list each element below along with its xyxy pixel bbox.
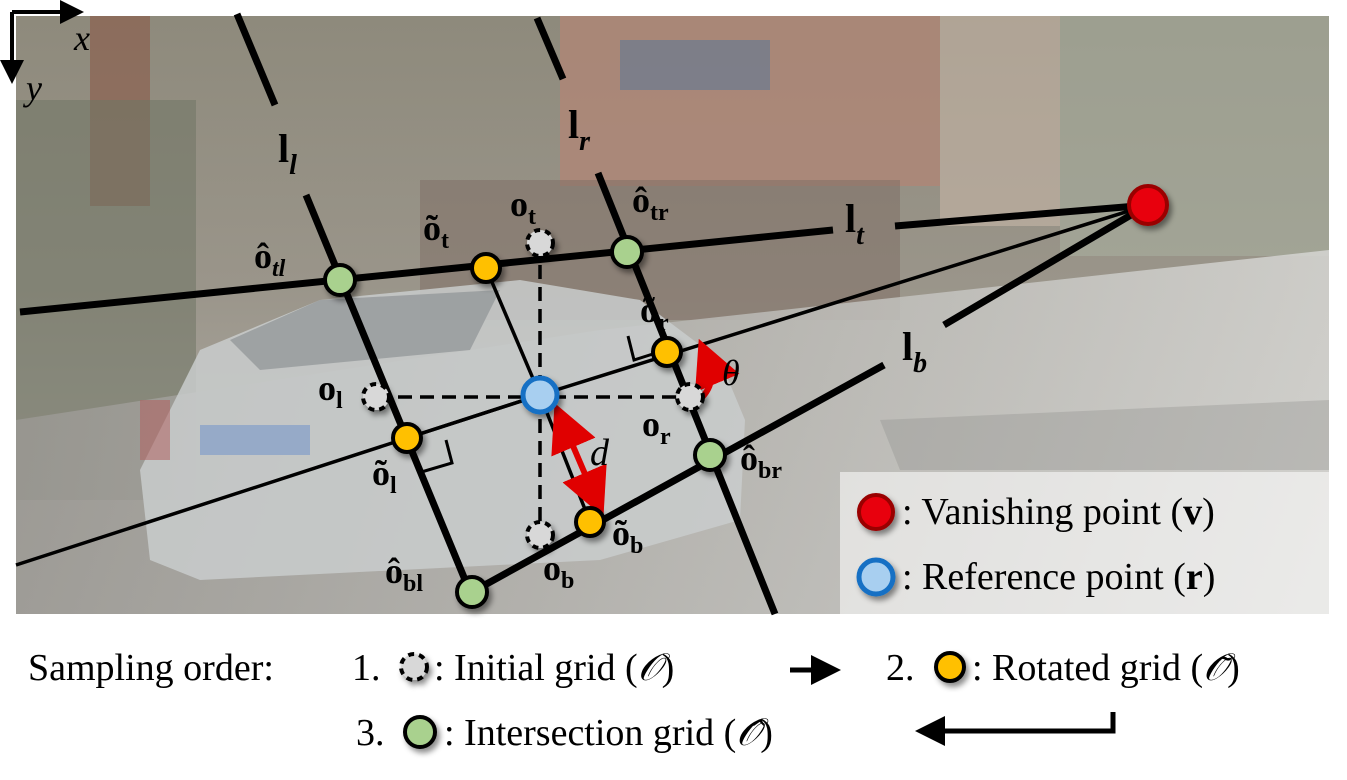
right-angle-mark-left	[417, 439, 454, 475]
thin-line-upper-left	[406, 393, 541, 440]
label-ob-tilde: õb	[612, 513, 643, 559]
caption-initial-icon	[399, 652, 429, 682]
label-o-r: or	[642, 404, 671, 450]
label-o-t: ot	[510, 184, 536, 230]
label-ot-tilde: õt	[423, 208, 449, 254]
label-obr-hat: ôbr	[740, 438, 782, 484]
axes-indicator: x y	[0, 0, 90, 108]
intersection-point-tl	[323, 263, 357, 297]
label-or-tilde: õr	[640, 290, 669, 336]
label-line-left: ll	[278, 126, 297, 181]
legend-vanishing-text: : Vanishing point (v)	[902, 491, 1215, 533]
rotated-point-left	[391, 422, 423, 454]
line-left-top	[233, 12, 279, 107]
x-axis-label: x	[73, 18, 90, 58]
thin-line-upper	[539, 203, 1149, 397]
caption-rotated-icon	[934, 651, 966, 683]
legend: : Vanishing point (v) : Reference point …	[840, 472, 1329, 614]
label-distance: d	[590, 432, 610, 474]
caption-arrow-return	[915, 712, 1116, 746]
line-labels: ll lr lt lb	[278, 102, 927, 379]
initial-point-right	[675, 382, 705, 412]
caption-step1-text: : Initial grid (𝒪)	[434, 647, 674, 689]
reference-point	[520, 375, 560, 415]
initial-point-left	[361, 382, 391, 412]
vanishing-point	[1127, 184, 1169, 226]
caption-step2-num: 2.	[886, 647, 915, 689]
label-obl-hat: ôbl	[385, 551, 423, 597]
label-otr-hat: ôtr	[632, 180, 669, 226]
intersection-point-br	[693, 438, 727, 472]
intersection-point-bl	[455, 575, 489, 609]
sampling-order-caption: Sampling order: 1. : Initial grid (𝒪) 2.…	[28, 647, 1240, 754]
label-line-bottom: lb	[902, 324, 927, 379]
right-angle-mark-right	[626, 335, 657, 362]
line-top-tail	[894, 201, 1149, 230]
initial-point-top	[525, 228, 555, 258]
legend-vanishing-icon	[857, 493, 895, 531]
line-bottom	[470, 361, 886, 596]
rotated-point-bottom	[574, 506, 606, 538]
legend-reference-text: : Reference point (r)	[902, 556, 1215, 598]
line-top	[19, 226, 834, 316]
distance-arrow	[551, 402, 607, 518]
legend-reference-icon	[856, 557, 896, 597]
caption-step1-num: 1.	[352, 647, 381, 689]
label-line-right: lr	[568, 102, 591, 157]
rotated-point-top	[470, 252, 502, 284]
caption-step2-text: : Rotated grid (𝒪̃)	[972, 647, 1240, 689]
y-axis-label: y	[23, 68, 42, 108]
label-theta: θ	[722, 353, 740, 393]
points	[323, 184, 1169, 609]
label-ol-tilde: õl	[372, 453, 397, 499]
intersection-point-tr	[610, 235, 644, 269]
caption-step3-text: : Intersection grid (𝒪̂)	[444, 712, 773, 754]
label-o-b: ob	[543, 548, 574, 594]
caption-intersection-icon	[403, 715, 437, 749]
initial-point-bottom	[525, 520, 555, 550]
caption-step3-num: 3.	[356, 712, 385, 754]
label-o-l: ol	[318, 368, 343, 414]
rotated-point-right	[651, 336, 683, 368]
label-line-top: lt	[845, 196, 865, 251]
label-otl-hat: ôtl	[254, 236, 286, 282]
line-bottom-tail	[942, 201, 1150, 329]
point-labels: ot ol or ob õt õr õl õb ôtl ôtr ôbr ôbl …	[254, 180, 782, 597]
street-scene-background	[16, 16, 1329, 614]
caption-prefix: Sampling order:	[28, 647, 274, 689]
thin-line-top-tilt	[484, 267, 542, 396]
line-right-top	[533, 16, 567, 81]
